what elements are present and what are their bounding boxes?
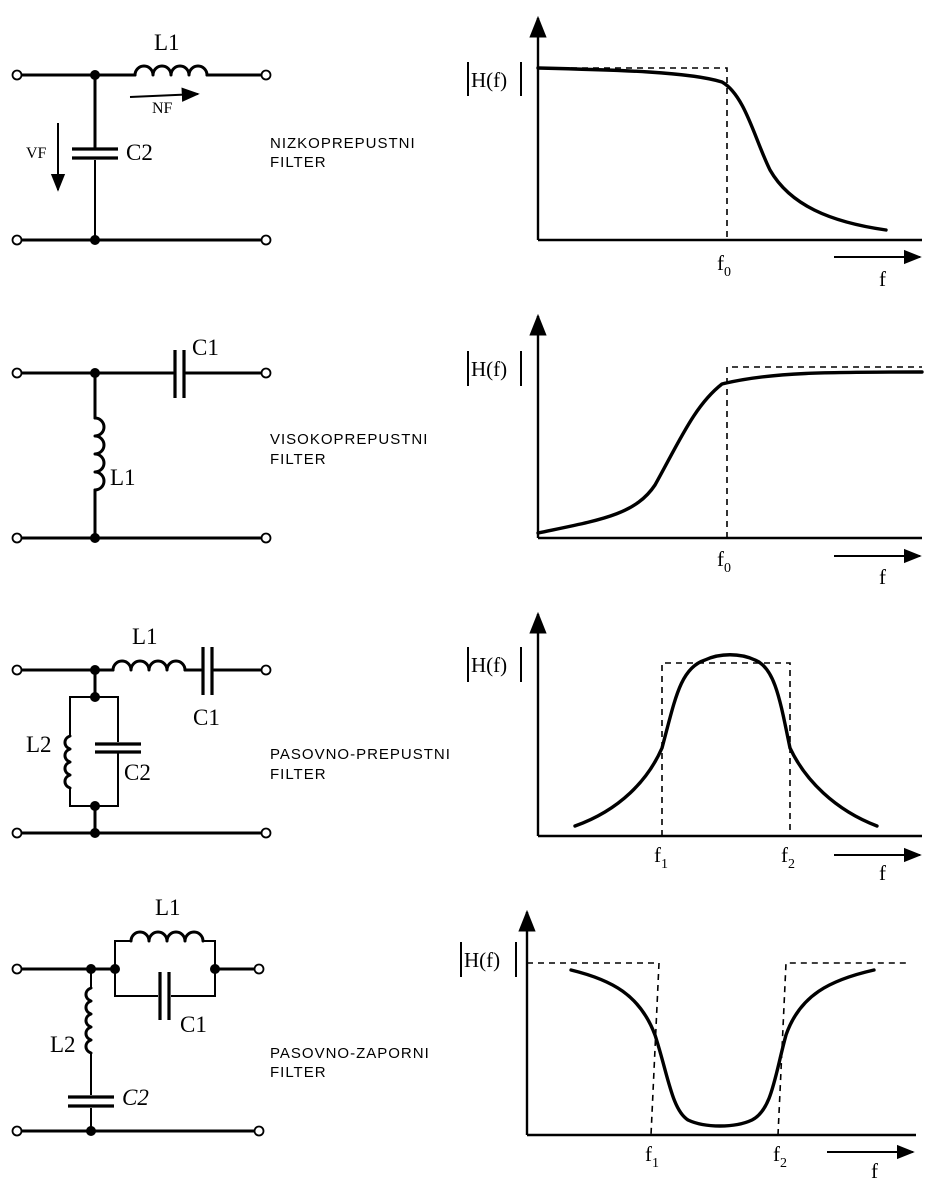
response-curve (536, 66, 888, 232)
capacitor-label: C1 (180, 1012, 207, 1037)
filter-name: NIZKOPREPUSTNI (270, 135, 416, 152)
x-axis-label: f (879, 861, 886, 885)
nf-arrow (129, 87, 200, 102)
filter-name: PASOVNO-PREPUSTNI (270, 746, 451, 763)
junction-node (90, 70, 100, 80)
tick-label: f2 (781, 843, 795, 872)
x-axis-label: f (879, 267, 886, 291)
junction-node (90, 235, 100, 245)
output-terminal (253, 963, 265, 975)
low-pass-circuit: L1 NF VF C2 NIZKOPREPUSTNI FILTER (11, 30, 416, 246)
band-pass-response-plot: H(f) f1 f2 f (467, 611, 922, 885)
capacitor-label: C1 (192, 335, 219, 360)
inductor-label: L2 (26, 732, 52, 757)
capacitor-label: C1 (193, 705, 220, 730)
filter-name: FILTER (270, 1064, 327, 1081)
input-terminal (11, 69, 23, 81)
tick-label: f2 (773, 1142, 787, 1171)
inductor-label: L1 (132, 624, 158, 649)
response-curve (536, 370, 924, 535)
inductor-l1-coil (111, 659, 187, 672)
x-axis-label: f (879, 565, 886, 589)
nf-label: NF (152, 100, 173, 117)
output-terminal (260, 367, 272, 379)
filter-name: FILTER (270, 154, 327, 171)
filter-name: FILTER (270, 766, 327, 783)
high-pass-circuit: C1 L1 VISOKOPREPUSTNI FILTER (11, 335, 428, 544)
input-terminal (11, 367, 23, 379)
y-axis-label: H(f) (471, 68, 507, 92)
filter-name: VISOKOPREPUSTNI (270, 431, 428, 448)
band-stop-response-plot: H(f) f1 f2 f (460, 909, 916, 1183)
capacitor-label: C2 (126, 140, 153, 165)
x-axis-label: f (871, 1159, 878, 1183)
junction-node (90, 665, 100, 675)
filter-name: FILTER (270, 451, 327, 468)
output-terminal (260, 69, 272, 81)
tick-label: f1 (645, 1142, 659, 1171)
capacitor-label: C2 (124, 760, 151, 785)
output-terminal (260, 532, 272, 544)
inductor-label: L1 (155, 895, 181, 920)
junction-node (90, 533, 100, 543)
output-terminal (260, 234, 272, 246)
input-terminal (11, 827, 23, 839)
inductor-l1-coil (133, 64, 209, 77)
y-axis-label: H(f) (464, 948, 500, 972)
input-terminal (11, 963, 23, 975)
output-terminal (260, 827, 272, 839)
junction-node (210, 964, 220, 974)
inductor-l1-coil (129, 930, 205, 943)
input-terminal (11, 234, 23, 246)
junction-node (90, 368, 100, 378)
ideal-response-right (777, 962, 906, 1136)
output-terminal (253, 1125, 265, 1137)
high-pass-response-plot: H(f) f0 f (467, 313, 924, 589)
inductor-label: L1 (110, 465, 136, 490)
ideal-response (661, 662, 791, 836)
inductor-l2-coil (84, 986, 93, 1055)
input-terminal (11, 532, 23, 544)
response-curve (569, 968, 876, 1128)
band-pass-circuit: L1 C1 L2 C2 PASOVNO-PREPUSTNI FILTER (11, 624, 451, 839)
output-terminal (260, 664, 272, 676)
ideal-response-left (527, 962, 660, 1136)
tick-label: f0 (717, 547, 731, 576)
input-terminal (11, 664, 23, 676)
junction-node (86, 964, 96, 974)
y-axis-label: H(f) (471, 357, 507, 381)
input-terminal (11, 1125, 23, 1137)
tick-label: f0 (717, 251, 731, 280)
vf-label: VF (26, 145, 47, 162)
capacitor-label: C2 (122, 1085, 149, 1110)
ideal-response (538, 67, 728, 240)
band-stop-circuit: L1 C1 L2 C2 PASOVNO-ZAPORNI FILTER (11, 895, 430, 1137)
inductor-label: L2 (50, 1032, 76, 1057)
junction-node (90, 692, 100, 702)
inductor-l2-coil (63, 734, 72, 790)
junction-node (86, 1126, 96, 1136)
junction-node (90, 828, 100, 838)
junction-node (90, 801, 100, 811)
response-curve (573, 653, 879, 828)
junction-node (110, 964, 120, 974)
tick-label: f1 (654, 843, 668, 872)
inductor-l1-coil (93, 416, 106, 492)
inductor-label: L1 (154, 30, 180, 55)
filter-name: PASOVNO-ZAPORNI (270, 1045, 430, 1062)
y-axis-label: H(f) (471, 653, 507, 677)
low-pass-response-plot: H(f) f0 f (467, 15, 922, 291)
ideal-response (726, 366, 922, 538)
